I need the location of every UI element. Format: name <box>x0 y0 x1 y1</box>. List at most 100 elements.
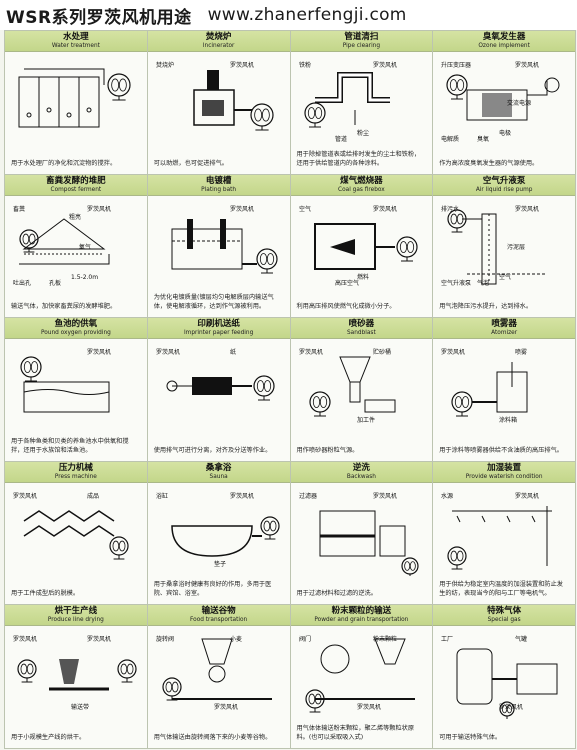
cell-title-cn: 特殊气体 <box>487 606 522 617</box>
cell-description: 用于过滤材料和过滤的逆洗。 <box>296 590 377 598</box>
application-diagram: 罗茨风机铁粉粉尘管道 <box>295 55 428 145</box>
cell-title-en: Compost ferment <box>50 186 102 193</box>
diagram-label: 罗茨风机 <box>13 492 37 500</box>
diagram-label: 罗茨风机 <box>230 61 254 69</box>
cell-description: 为优化电镀质量(镀层均匀电解质层内输送气体，使电解液循环，达到作气源被利用。 <box>153 294 274 311</box>
application-diagram: 罗茨风机空气燃料高压空气 <box>295 199 428 289</box>
diagram-label: 空气 <box>299 205 311 213</box>
cell-description: 用气体体输送粉末颗粒，聚乙烯等颗粒状原料。(也可以采取吸入式) <box>296 725 415 741</box>
diagram-label: 罗茨风机 <box>515 61 539 69</box>
cell-title-cn: 电镀槽 <box>205 175 232 186</box>
diagram-label: 排污水 <box>441 205 459 213</box>
cell-description: 可用于输送特殊气体。 <box>439 734 502 741</box>
application-cell: 输送谷物 Food transportation 小麦旋转阀罗茨风机 用气体输送… <box>147 605 291 749</box>
diagram-label: 罗茨风机 <box>230 205 254 213</box>
cell-title-en: Plating bath <box>201 186 237 193</box>
cell-title-cn: 输送谷物 <box>201 606 236 617</box>
cell-title-cn: 管道清扫 <box>344 32 379 42</box>
application-diagram: 罗茨风机浴缸垫子 <box>152 486 285 576</box>
cell-title-cn: 煤气燃烧器 <box>340 175 383 186</box>
diagram-label: 罗茨风机 <box>13 635 37 643</box>
diagram-label: 电解质 <box>441 135 459 143</box>
diagram-label: 氧气 <box>79 243 91 251</box>
cell-heading: 鱼池的供氧 Pound oxygen providing <box>5 318 147 340</box>
diagram-label: 输送带 <box>71 703 89 711</box>
application-cell: 压力机械 Press machine 成品 罗茨风机 用于工件成型后的脱模。 <box>5 461 148 606</box>
diagram-label: 罗茨风机 <box>156 348 180 356</box>
application-cell: 喷雾器 Atomizer 喷雾罗茨风机涂料箱 用于涂料等喷雾器供给不含油质的高压… <box>433 318 576 462</box>
cell-heading: 逆洗 Backwash <box>290 461 433 483</box>
cell-heading: 印刷机送纸 Imprinter paper feeding <box>147 318 290 340</box>
cell-description: 用于各种鱼类和贝类的养鱼池水中供氧和搅拌，还用于水族馆和活鱼池。 <box>11 437 129 454</box>
diagram-label: 垫子 <box>214 560 226 568</box>
cell-heading: 喷雾器 Atomizer <box>433 318 575 340</box>
cell-title-cn: 焚烧炉 <box>205 32 232 42</box>
application-cell: 管道清扫 Pipe clearing 罗茨风机铁粉粉尘管道 用于除掉管道表或给排… <box>290 31 434 175</box>
cell-title-cn: 臭氧发生器 <box>482 32 526 42</box>
diagram-label: 水源 <box>441 492 453 500</box>
cell-title-cn: 鱼池的供氧 <box>54 319 98 330</box>
diagram-label: 孔板 <box>49 279 61 287</box>
cell-description: 用于工件成型后的脱模。 <box>11 590 80 598</box>
application-cell: 电镀槽 Plating bath 罗茨风机 为优化电镀质量(镀层均匀电解质层内输… <box>147 174 291 319</box>
application-cell: 臭氧发生器 Ozone implement 罗茨风机升压变压器电极臭氧电解质交流… <box>433 31 576 175</box>
cell-heading: 桑拿浴 Sauna <box>147 461 290 483</box>
diagram-label: 空气 <box>499 273 511 281</box>
cell-heading: 畜粪发酵的堆肥 Compost ferment <box>5 174 147 196</box>
cell-title-en: Special gas <box>487 617 521 624</box>
diagram-label: 吐出孔 <box>13 279 31 287</box>
cell-title-en: Sauna <box>209 473 228 480</box>
cell-heading: 焚烧炉 Incinerator <box>147 31 290 52</box>
diagram-label: 罗茨风机 <box>87 205 111 213</box>
page-title: WSR系列罗茨风机用途 <box>6 7 192 28</box>
cell-heading: 压力机械 Press machine <box>5 461 147 483</box>
diagram-illustration: 罗茨风机 <box>20 348 111 413</box>
application-diagram: 罗茨风机罗茨风机输送带 <box>9 629 142 719</box>
diagram-label: 罗茨风机 <box>499 703 523 711</box>
diagram-label: 罗茨风机 <box>299 348 323 356</box>
diagram-label: 交流电源 <box>507 99 531 107</box>
cell-heading: 输送谷物 Food transportation <box>147 605 290 627</box>
cell-title-en: Produce line drying <box>47 617 104 624</box>
diagram-illustration <box>18 68 131 128</box>
application-cell: 煤气燃烧器 Coal gas firebox 罗茨风机空气燃料高压空气 利用高压… <box>290 174 434 319</box>
diagram-label: 涂料箱 <box>499 416 517 424</box>
diagram-illustration: 罗茨风机 <box>171 205 278 274</box>
diagram-label: 1.5-2.0m <box>71 274 98 281</box>
cell-title-en: Incinerator <box>202 43 235 49</box>
diagram-label: 污泥层 <box>507 243 525 251</box>
application-diagram: 气罐工厂罗茨风机 <box>437 629 570 721</box>
diagram-label: 小麦 <box>230 635 242 643</box>
cell-description: 可以助燃，也可促进排气。 <box>153 159 228 167</box>
cell-description: 用气泡降压污水提升，达到排水。 <box>439 303 533 311</box>
diagram-label: 成品 <box>87 492 99 500</box>
application-cell: 逆洗 Backwash 罗茨风机过滤器 用于过滤材料和过滤的逆洗。 <box>290 461 434 606</box>
diagram-label: 过滤器 <box>299 492 317 500</box>
application-diagram: 贮砂桶罗茨风机加工件 <box>295 342 428 432</box>
cell-heading: 烘干生产线 Produce line drying <box>5 605 147 627</box>
diagram-label: 罗茨风机 <box>214 703 238 711</box>
application-diagram: 小麦 旋转阀罗茨风机 <box>152 629 285 719</box>
diagram-label: 旋转阀 <box>156 635 174 643</box>
application-cell: 喷砂器 Sandblast 贮砂桶罗茨风机加工件 用作喷砂器粉粒气源。 <box>290 318 434 462</box>
diagram-label: 纸 <box>230 348 236 356</box>
cell-title-cn: 压力机械 <box>58 462 93 473</box>
application-diagram <box>9 55 142 145</box>
cell-title-en: Coal gas firebox <box>338 186 385 193</box>
diagram-label: 罗茨风机 <box>357 703 381 711</box>
cell-title-en: Food transportation <box>190 617 248 624</box>
application-cell: 焚烧炉 Incinerator 罗茨风机焚烧炉 可以助燃，也可促进排气。 <box>147 31 291 175</box>
application-cell: 特殊气体 Special gas 气罐工厂罗茨风机 可用于输送特殊气体。 <box>433 605 576 749</box>
diagram-label: 加工件 <box>357 416 375 424</box>
cell-heading: 特殊气体 Special gas <box>433 605 575 627</box>
diagram-label: 臭氧 <box>477 135 489 143</box>
cell-title-cn: 喷砂器 <box>348 319 375 330</box>
